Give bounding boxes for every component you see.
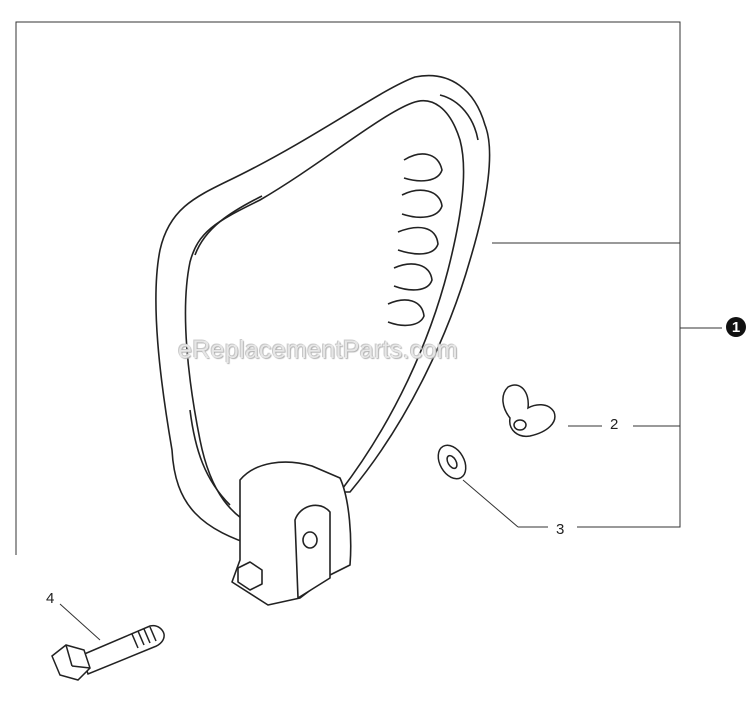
callout-2: 2 — [610, 416, 619, 433]
callout-3: 3 — [556, 521, 565, 538]
front-handle — [155, 74, 491, 606]
watermark-text: eReplacementParts.com — [178, 336, 459, 364]
callout-1: 1 — [726, 317, 746, 337]
callout-4: 4 — [46, 590, 55, 607]
wing-nut — [502, 384, 556, 438]
leader-lines — [15, 21, 722, 641]
washer — [437, 444, 467, 480]
bolt — [51, 624, 165, 681]
